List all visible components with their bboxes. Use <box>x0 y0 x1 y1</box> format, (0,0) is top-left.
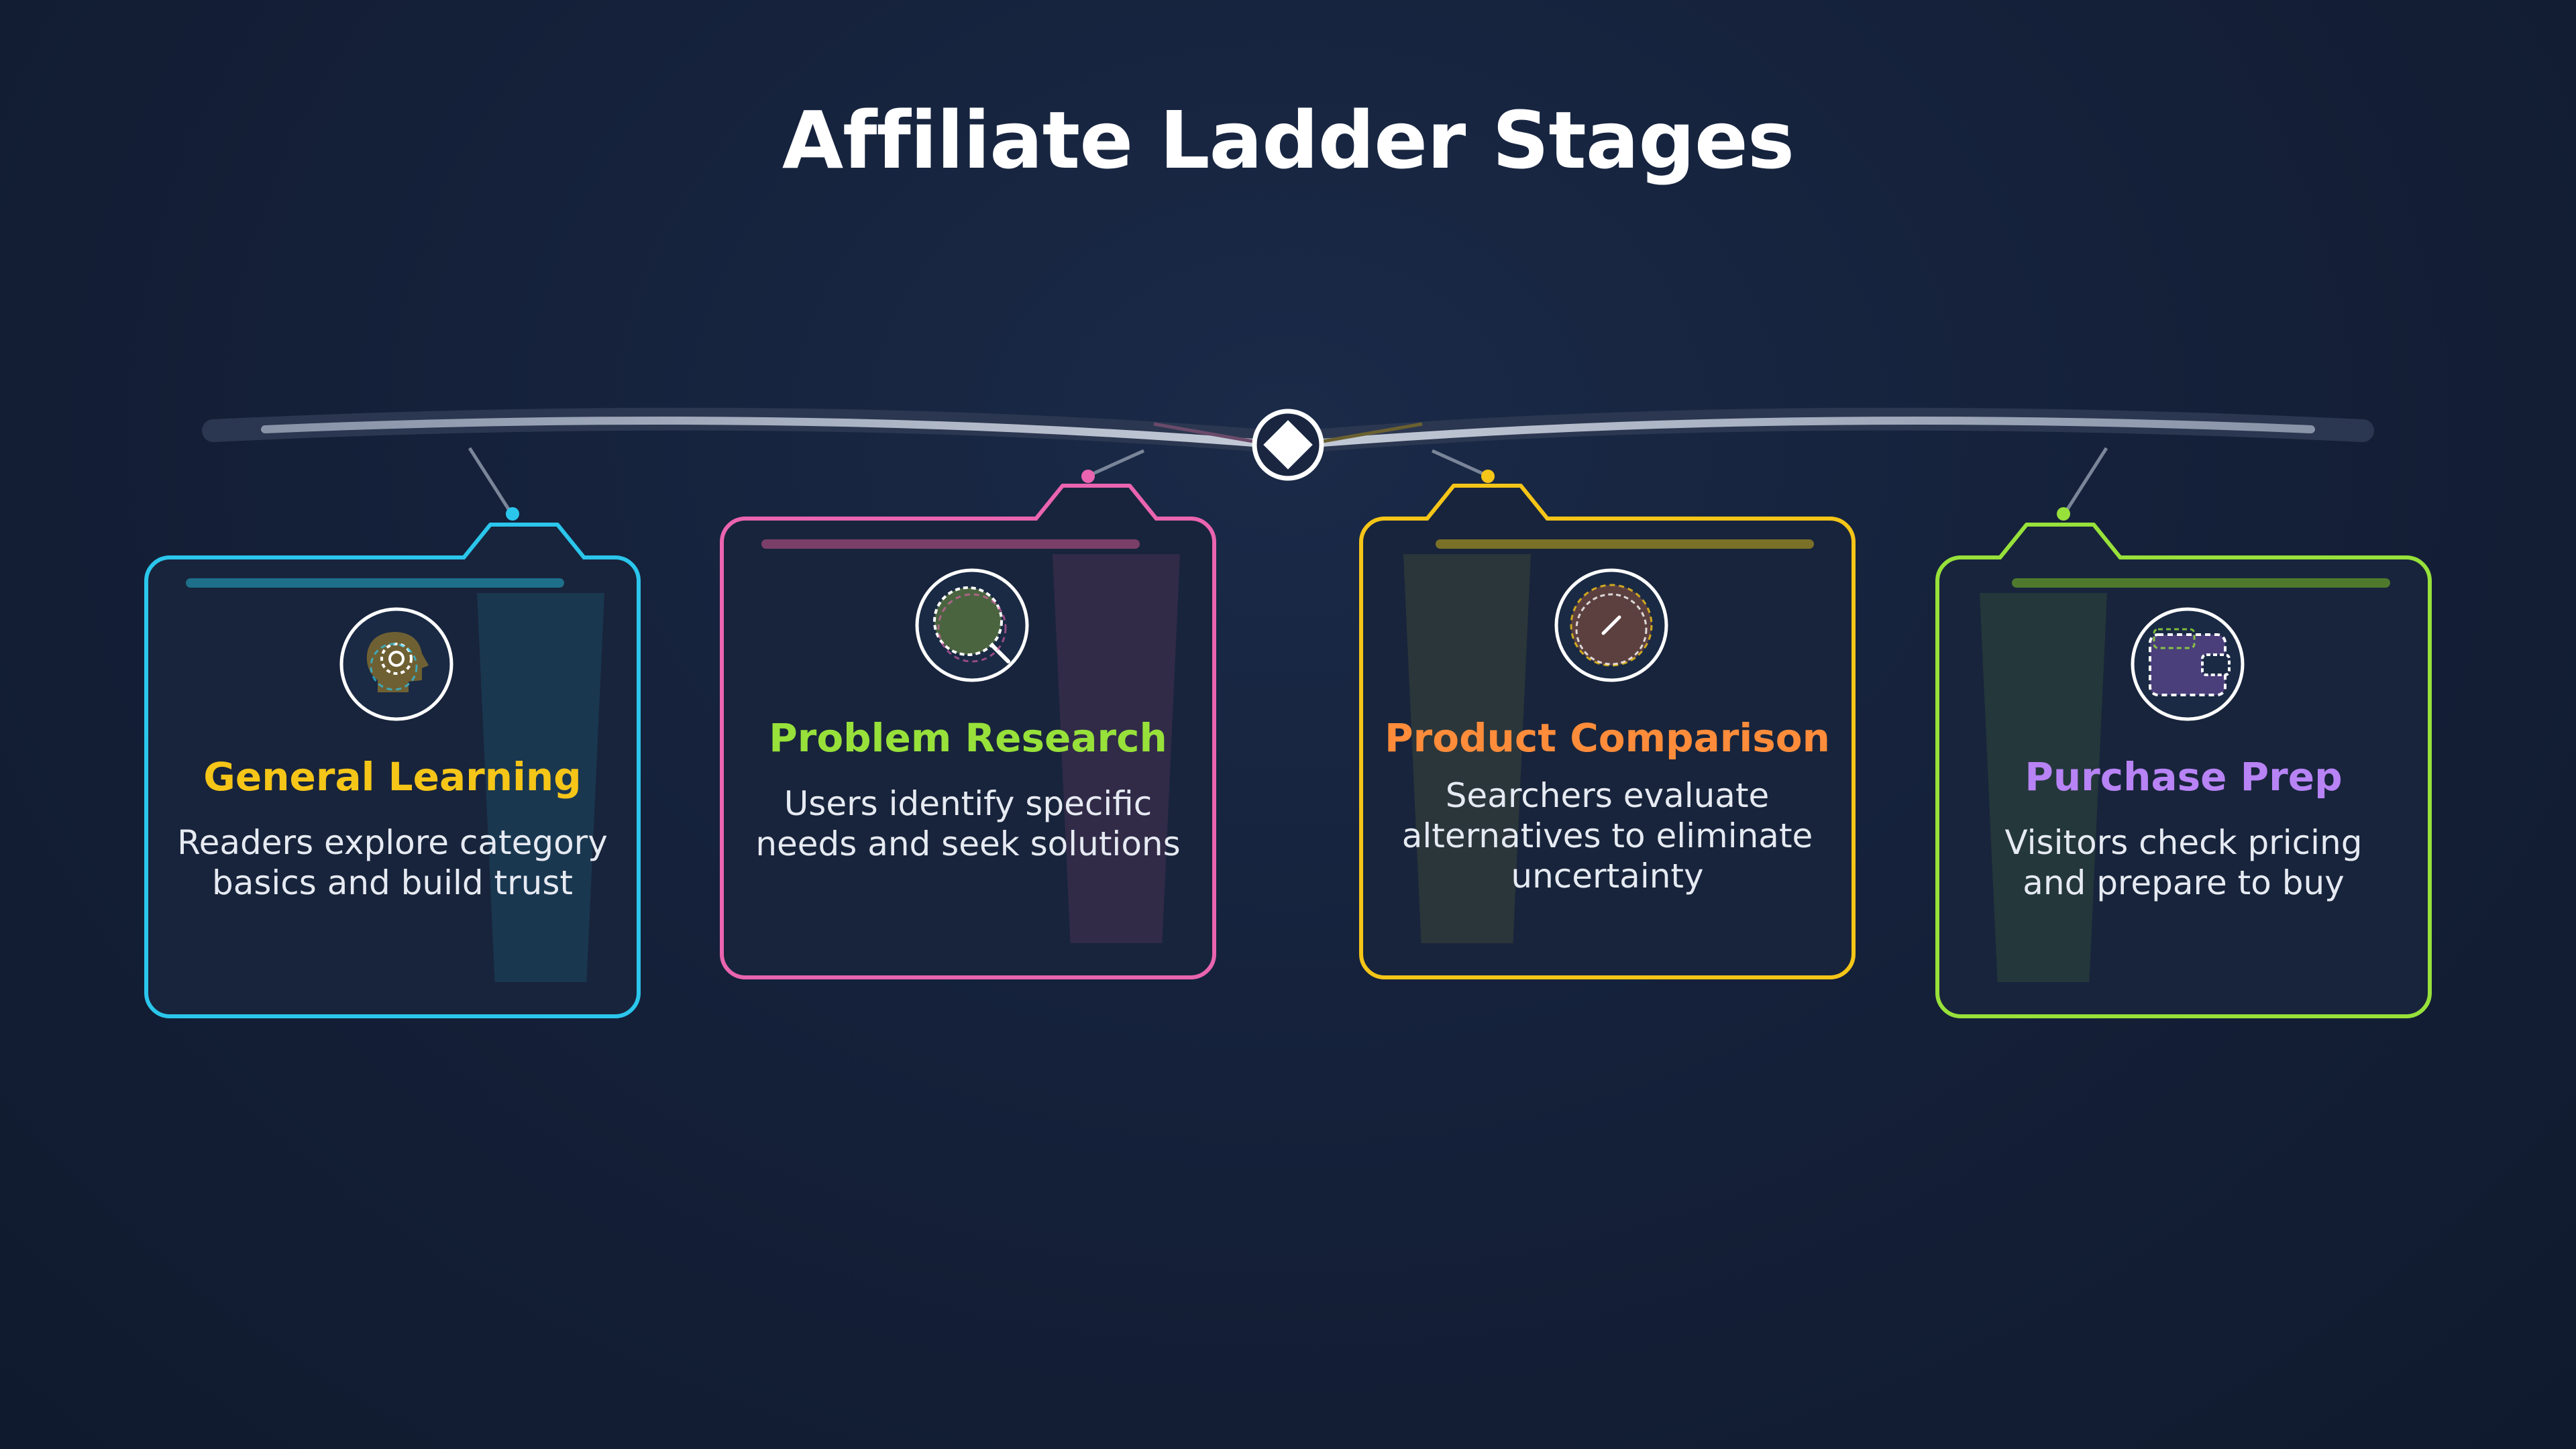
card-top-bar <box>186 578 564 588</box>
card-tab <box>460 523 588 559</box>
connector-dot-2 <box>1081 470 1095 483</box>
connector-4 <box>2064 447 2108 513</box>
stage-card-general-learning: General Learning Readers explore categor… <box>144 523 641 1018</box>
stage-description: Readers explore category basics and buil… <box>177 823 608 902</box>
card-top-bar <box>761 539 1140 549</box>
connector-dot-4 <box>2057 507 2070 521</box>
rail-accent-right <box>1314 422 1423 445</box>
card-tab <box>1424 484 1551 521</box>
connector-3 <box>1431 449 1487 477</box>
stage-card-product-comparison: Product Comparison Searchers evaluate al… <box>1359 484 1856 979</box>
card-light-beam <box>477 593 604 982</box>
card-top-bar <box>1436 539 1814 549</box>
connector-dot-3 <box>1481 470 1495 483</box>
page-title: Affiliate Ladder Stages <box>782 94 1794 186</box>
rail-accent-left <box>1153 422 1262 445</box>
magnifier-icon <box>915 568 1029 682</box>
card-light-beam <box>1053 554 1180 943</box>
connector-2 <box>1089 449 1145 477</box>
connector-dot-1 <box>506 507 519 521</box>
connector-1 <box>468 447 512 513</box>
stage-title: Problem Research <box>769 715 1167 761</box>
stage-description: Visitors check pricing and prepare to bu… <box>2004 823 2363 902</box>
head-gear-icon <box>339 607 453 721</box>
wallet-icon <box>2131 607 2245 721</box>
card-tab <box>1996 523 2124 559</box>
stage-title: Purchase Prep <box>2025 754 2343 800</box>
compass-icon <box>1554 568 1668 682</box>
stage-description: Searchers evaluate alternatives to elimi… <box>1401 776 1813 896</box>
stage-title: Product Comparison <box>1385 715 1830 761</box>
card-light-beam <box>1403 554 1531 943</box>
card-top-bar <box>2012 578 2390 588</box>
stage-card-problem-research: Problem Research Users identify specific… <box>720 484 1216 979</box>
stage-card-purchase-prep: Purchase Prep Visitors check pricing and… <box>1935 523 2432 1018</box>
center-hub-icon <box>1252 409 1324 481</box>
stage-description: Users identify specific needs and seek s… <box>755 784 1181 863</box>
stage-title: General Learning <box>203 754 582 800</box>
card-light-beam <box>1980 593 2107 982</box>
card-tab <box>1032 484 1160 521</box>
